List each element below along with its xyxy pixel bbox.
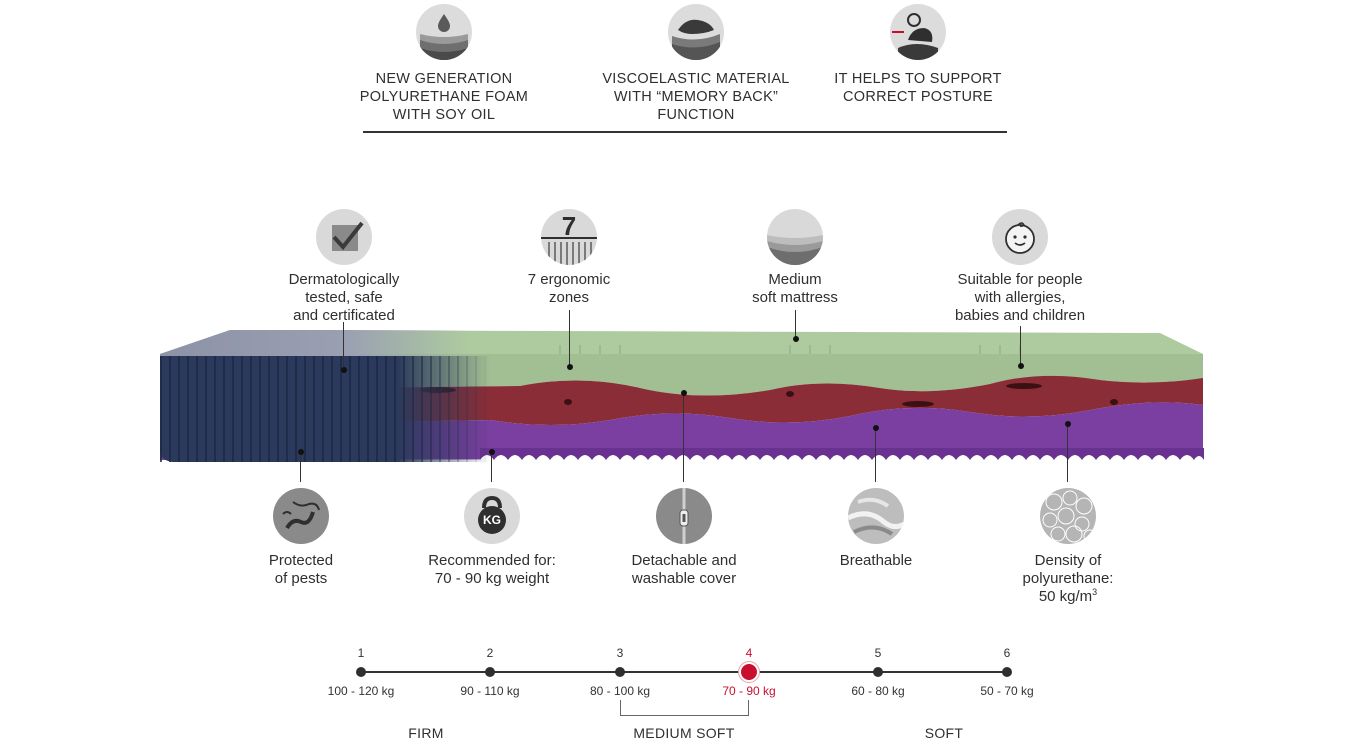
callout-medium-soft: Medium soft mattress bbox=[695, 209, 895, 307]
feature-label: NEW GENERATION POLYURETHANE FOAM WITH SO… bbox=[359, 71, 529, 123]
feature-memory-foam: VISCOELASTIC MATERIAL WITH “MEMORY BACK”… bbox=[586, 4, 806, 124]
leader-line bbox=[1020, 326, 1021, 366]
density-superscript: 3 bbox=[1092, 587, 1098, 597]
callout-label: Detachable and washable cover bbox=[631, 552, 737, 587]
scale-point-1[interactable] bbox=[356, 667, 366, 677]
leader-dot bbox=[1065, 421, 1071, 427]
kettlebell-icon: KG bbox=[464, 488, 520, 544]
leader-line bbox=[795, 310, 796, 339]
leader-dot bbox=[341, 367, 347, 373]
callout-pest-protection: Protected of pests bbox=[201, 488, 401, 588]
scale-point-6[interactable] bbox=[1002, 667, 1012, 677]
zone-soft: SOFT bbox=[924, 725, 964, 740]
firmness-scale-line bbox=[361, 671, 1007, 673]
callout-foam-density: Density of polyurethane: 50 kg/m3 bbox=[968, 488, 1168, 606]
scale-point-5[interactable] bbox=[873, 667, 883, 677]
callout-allergies-babies: Suitable for people with allergies, babi… bbox=[920, 209, 1120, 325]
seven-zones-icon: 7 bbox=[541, 209, 597, 265]
feature-soy-foam: NEW GENERATION POLYURETHANE FOAM WITH SO… bbox=[334, 4, 554, 124]
callout-label: Protected of pests bbox=[268, 552, 334, 587]
medium-soft-bracket bbox=[620, 700, 749, 716]
feature-label: IT HELPS TO SUPPORT CORRECT POSTURE bbox=[834, 71, 1002, 105]
zone-medium-soft: MEDIUM SOFT bbox=[633, 725, 735, 740]
callout-ergonomic-zones: 7 7 ergonomic zones bbox=[469, 209, 669, 307]
scale-weight-6: 50 - 70 kg bbox=[980, 684, 1034, 698]
leader-line bbox=[569, 310, 570, 367]
leader-line bbox=[683, 393, 684, 482]
leader-dot bbox=[567, 364, 573, 370]
callout-label: Suitable for people with allergies, babi… bbox=[954, 271, 1086, 324]
baby-face-icon bbox=[992, 209, 1048, 265]
zone-firm: FIRM bbox=[408, 725, 444, 740]
feature-posture: IT HELPS TO SUPPORT CORRECT POSTURE bbox=[808, 4, 1028, 106]
checkmark-icon bbox=[316, 209, 372, 265]
leader-dot bbox=[873, 425, 879, 431]
scale-number-4: 4 bbox=[745, 646, 753, 660]
feature-label: VISCOELASTIC MATERIAL WITH “MEMORY BACK”… bbox=[602, 71, 790, 123]
zones-number: 7 bbox=[561, 211, 577, 241]
leader-line bbox=[300, 452, 301, 482]
leader-line bbox=[875, 428, 876, 482]
scale-point-2[interactable] bbox=[485, 667, 495, 677]
scale-number-2: 2 bbox=[486, 646, 494, 660]
scale-point-4-selected[interactable] bbox=[739, 662, 759, 682]
callout-label: Recommended for: 70 - 90 kg weight bbox=[428, 552, 556, 587]
water-drop-foam-icon bbox=[416, 4, 472, 60]
leader-dot bbox=[681, 390, 687, 396]
pest-protection-icon bbox=[273, 488, 329, 544]
scale-number-5: 5 bbox=[874, 646, 882, 660]
density-text: Density of polyurethane: 50 kg/m bbox=[1022, 552, 1114, 605]
scale-weight-5: 60 - 80 kg bbox=[851, 684, 905, 698]
callout-label: Density of polyurethane: 50 kg/m3 bbox=[968, 552, 1168, 606]
scale-point-3[interactable] bbox=[615, 667, 625, 677]
callout-dermatologically-tested: Dermatologically tested, safe and certif… bbox=[244, 209, 444, 325]
scale-weight-3: 80 - 100 kg bbox=[589, 684, 651, 698]
leader-line bbox=[343, 322, 344, 370]
callout-label: 7 ergonomic zones bbox=[527, 271, 611, 306]
breathable-sphere-icon bbox=[848, 488, 904, 544]
zipper-icon bbox=[656, 488, 712, 544]
callout-label: Medium soft mattress bbox=[752, 271, 838, 306]
callout-recommended-weight: KG Recommended for: 70 - 90 kg weight bbox=[392, 488, 592, 588]
callout-label: Dermatologically tested, safe and certif… bbox=[288, 271, 400, 324]
callout-washable-cover: Detachable and washable cover bbox=[584, 488, 784, 588]
memory-foam-hand-icon bbox=[668, 4, 724, 60]
scale-number-1: 1 bbox=[357, 646, 365, 660]
leader-dot bbox=[1018, 363, 1024, 369]
kettlebell-label: KG bbox=[483, 513, 501, 527]
scale-weight-1: 100 - 120 kg bbox=[327, 684, 395, 698]
leader-dot bbox=[298, 449, 304, 455]
leader-line bbox=[491, 452, 492, 482]
leader-line bbox=[1067, 424, 1068, 482]
scale-weight-4: 70 - 90 kg bbox=[722, 684, 776, 698]
scale-number-6: 6 bbox=[1003, 646, 1011, 660]
scale-number-3: 3 bbox=[616, 646, 624, 660]
scale-weight-2: 90 - 110 kg bbox=[460, 684, 520, 698]
medium-soft-layers-icon bbox=[767, 209, 823, 265]
foam-density-icon bbox=[1040, 488, 1096, 544]
leader-dot bbox=[793, 336, 799, 342]
top-divider bbox=[363, 131, 1007, 133]
callout-breathable: Breathable bbox=[776, 488, 976, 570]
posture-support-icon bbox=[890, 4, 946, 60]
leader-dot bbox=[489, 449, 495, 455]
callout-label: Breathable bbox=[839, 552, 913, 569]
